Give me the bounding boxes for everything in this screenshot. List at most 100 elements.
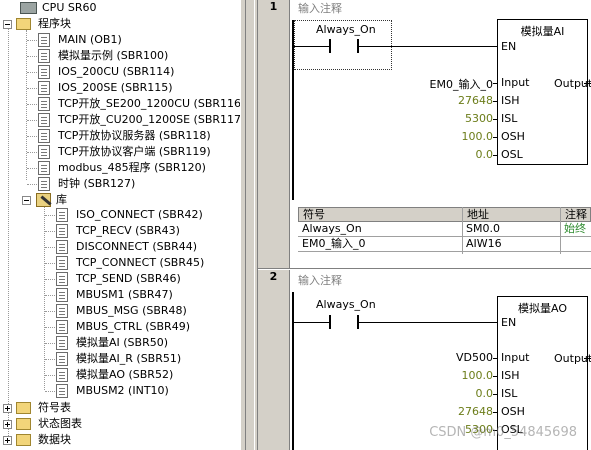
tree-item-library-block[interactable]: TCP_SEND (SBR46) <box>0 271 240 287</box>
input-operand[interactable]: 100.0 <box>461 130 494 143</box>
tree-item-library-block[interactable]: 模拟量AI_R (SBR51) <box>0 351 240 367</box>
expand-icon[interactable] <box>3 420 12 429</box>
tree-guide <box>8 22 9 440</box>
tree-item-library-block[interactable]: MBUS_CTRL (SBR49) <box>0 319 240 335</box>
input-operand[interactable]: 0.0 <box>475 148 494 161</box>
tree-item-library-block[interactable]: TCP_CONNECT (SBR45) <box>0 255 240 271</box>
function-block-ai[interactable]: 模拟量AI <box>497 19 588 165</box>
cell-address: AIW16 <box>466 237 502 250</box>
tree-guide <box>27 168 37 169</box>
tree-guide <box>45 391 55 392</box>
tree-item-subroutine[interactable]: IOS_200CU (SBR114) <box>0 64 240 80</box>
tree-item-label: 时钟 (SBR127) <box>58 177 136 190</box>
input-operand[interactable]: EM0_输入_0 <box>429 78 493 91</box>
tree-item-subroutine[interactable]: IOS_200SE (SBR115) <box>0 80 240 96</box>
program-block-icon <box>38 177 50 191</box>
pin-label: Input <box>501 76 530 89</box>
input-operand[interactable]: VD500 <box>456 351 493 364</box>
header-address: 地址 <box>467 208 489 221</box>
tree-item-label: TCP开放协议客户端 (SBR119) <box>58 145 211 158</box>
collapse-icon[interactable] <box>3 20 12 29</box>
collapse-icon[interactable] <box>22 196 31 205</box>
tree-item-subroutine[interactable]: 模拟量示例 (SBR100) <box>0 48 240 64</box>
input-operand[interactable]: 5300 <box>465 423 493 436</box>
library-block-icon <box>56 352 68 366</box>
tree-guide <box>45 311 55 312</box>
tree-item-label: 模拟量示例 (SBR100) <box>58 49 169 62</box>
tree-guide <box>45 359 55 360</box>
contact-left-bar[interactable] <box>329 315 331 329</box>
input-operand[interactable]: 5300 <box>465 112 493 125</box>
network-comment-2[interactable]: 输入注释 <box>298 274 342 287</box>
tree-item-library-block[interactable]: DISCONNECT (SBR44) <box>0 239 240 255</box>
expand-icon[interactable] <box>3 404 12 413</box>
folder-icon <box>16 418 31 430</box>
network-number-1[interactable]: 1 <box>258 0 290 268</box>
expand-icon[interactable] <box>3 436 12 445</box>
tree-item-subroutine[interactable]: 时钟 (SBR127) <box>0 176 240 192</box>
tree-item-library-block[interactable]: TCP_RECV (SBR43) <box>0 223 240 239</box>
tree-guide <box>27 120 37 121</box>
network-separator <box>258 268 591 269</box>
tree-item-library-block[interactable]: 模拟量AO (SBR52) <box>0 367 240 383</box>
output-wire <box>584 83 591 84</box>
pin-stub <box>493 137 498 138</box>
input-operand[interactable]: 27648 <box>458 94 493 107</box>
network-number-2[interactable]: 2 <box>258 270 290 450</box>
tree-item-subroutine[interactable]: TCP开放_CU200_1200SE (SBR117) <box>0 112 240 128</box>
input-operand[interactable]: 100.0 <box>461 369 494 382</box>
tree-item-label: CPU SR60 <box>42 1 97 14</box>
tree-item-subroutine[interactable]: TCP开放协议服务器 (SBR118) <box>0 128 240 144</box>
tree-item-library-block[interactable]: MBUS_MSG (SBR48) <box>0 303 240 319</box>
power-rail <box>292 292 294 450</box>
tree-item-library[interactable]: 库 <box>0 192 240 208</box>
tree-item-folder[interactable]: 数据块 <box>0 432 240 448</box>
tree-item-subroutine[interactable]: TCP开放协议客户端 (SBR119) <box>0 144 240 160</box>
cell-comment: 始终 <box>564 222 586 235</box>
tree-item-library-block[interactable]: ISO_CONNECT (SBR42) <box>0 207 240 223</box>
symbol-table-row[interactable]: Always_On SM0.0 始终 <box>298 222 591 237</box>
tree-item-label: TCP_SEND (SBR46) <box>76 272 181 285</box>
tree-item-program-block[interactable]: 程序块 <box>0 16 240 32</box>
tree-guide <box>27 104 37 105</box>
pin-label: ISL <box>501 112 518 125</box>
tree-item-label: MBUSM1 (SBR47) <box>76 288 173 301</box>
network-comment-1[interactable]: 输入注释 <box>298 2 342 15</box>
input-operand[interactable]: 0.0 <box>475 387 494 400</box>
tree-guide <box>45 343 55 344</box>
input-operand[interactable]: 27648 <box>458 405 493 418</box>
contact-right-bar[interactable] <box>357 39 359 53</box>
library-block-icon <box>56 288 68 302</box>
library-tools-icon <box>36 193 51 207</box>
header-symbol: 符号 <box>303 208 325 221</box>
function-block-ao[interactable]: 模拟量AO <box>497 296 588 450</box>
tree-guide <box>45 295 55 296</box>
program-block-icon <box>38 129 50 143</box>
tree-item-subroutine[interactable]: TCP开放_SE200_1200CU (SBR116) <box>0 96 240 112</box>
program-block-icon <box>38 161 50 175</box>
tree-item-subroutine[interactable]: modbus_485程序 (SBR120) <box>0 160 240 176</box>
contact-left-bar[interactable] <box>329 39 331 53</box>
library-block-icon <box>56 304 68 318</box>
pin-stub <box>493 358 498 359</box>
tree-item-label: MAIN (OB1) <box>58 33 122 46</box>
pin-label: ISL <box>501 387 518 400</box>
tree-item-library-block[interactable]: 模拟量AI (SBR50) <box>0 335 240 351</box>
tree-item-label: DISCONNECT (SBR44) <box>76 240 198 253</box>
library-block-icon <box>56 240 68 254</box>
tree-item-cpu[interactable]: CPU SR60 <box>0 0 240 16</box>
tree-item-folder[interactable]: 符号表 <box>0 400 240 416</box>
tree-item-label: IOS_200SE (SBR115) <box>58 81 173 94</box>
cell-address: SM0.0 <box>466 222 500 235</box>
symbol-table-row[interactable]: EM0_输入_0 AIW16 <box>298 237 591 252</box>
selection-box <box>294 20 392 70</box>
contact-right-bar[interactable] <box>357 315 359 329</box>
program-block-icon <box>38 65 50 79</box>
pane-splitter[interactable] <box>240 0 258 450</box>
tree-item-library-block[interactable]: MBUSM1 (SBR47) <box>0 287 240 303</box>
tree-item-library-block[interactable]: MBUSM2 (INT10) <box>0 383 240 399</box>
header-comment: 注释 <box>565 208 587 221</box>
tree-item-folder[interactable]: 状态图表 <box>0 416 240 432</box>
tree-guide <box>27 56 37 57</box>
tree-item-subroutine[interactable]: MAIN (OB1) <box>0 32 240 48</box>
